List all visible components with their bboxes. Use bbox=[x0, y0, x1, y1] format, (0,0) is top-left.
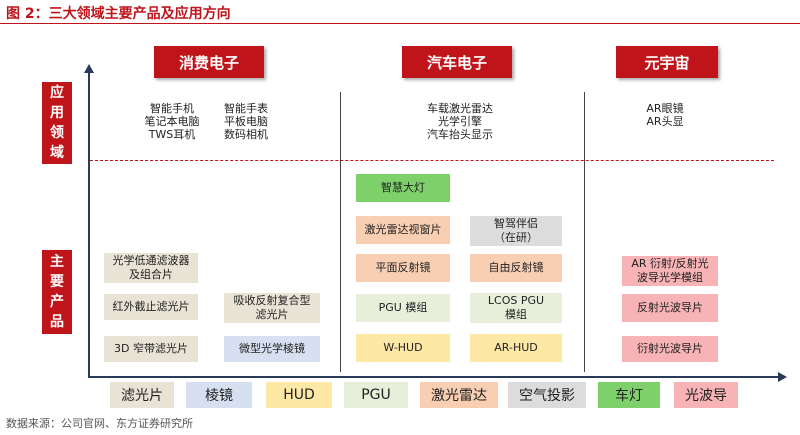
legend-pgu: PGU bbox=[344, 382, 408, 408]
axis-arrow-right-icon bbox=[778, 372, 787, 382]
horizontal-axis bbox=[88, 376, 780, 378]
product-lowpass-filter: 光学低通滤波器 及组合片 bbox=[104, 253, 198, 283]
category-metaverse: 元宇宙 bbox=[616, 46, 718, 78]
product-w-hud: W-HUD bbox=[356, 334, 450, 362]
product-3d-narrowband-filter: 3D 窄带滤光片 bbox=[104, 336, 198, 362]
product-flat-mirror: 平面反射镜 bbox=[356, 254, 450, 282]
side-label-char: 要 bbox=[50, 274, 64, 290]
product-reflective-composite-filter: 吸收反射复合型 滤光片 bbox=[224, 293, 320, 323]
product-reflective-waveguide: 反射光波导片 bbox=[622, 294, 718, 322]
legend-filter: 滤光片 bbox=[110, 382, 174, 408]
product-ar-waveguide-module: AR 衍射/反射光 波导光学模组 bbox=[622, 256, 718, 286]
product-diffractive-waveguide: 衍射光波导片 bbox=[622, 336, 718, 362]
side-label-char: 用 bbox=[50, 105, 64, 121]
figure-title: 图 2：三大领域主要产品及应用方向 bbox=[6, 6, 231, 22]
side-label-char: 主 bbox=[50, 254, 64, 270]
application-automotive: 车载激光雷达 光学引擎 汽车抬头显示 bbox=[427, 102, 493, 141]
side-label-char: 品 bbox=[50, 314, 64, 330]
side-label-char: 域 bbox=[50, 145, 64, 161]
product-lcos-pgu-module: LCOS PGU 模组 bbox=[470, 293, 562, 323]
legend-air-projection: 空气投影 bbox=[508, 382, 586, 408]
product-ar-hud: AR-HUD bbox=[470, 334, 562, 362]
vertical-axis bbox=[88, 72, 90, 378]
product-lidar-window: 激光雷达视窗片 bbox=[356, 216, 450, 244]
category-automotive-electronics: 汽车电子 bbox=[402, 46, 512, 78]
application-metaverse: AR眼镜 AR头显 bbox=[646, 102, 684, 128]
legend-headlamp: 车灯 bbox=[598, 382, 660, 408]
side-label-char: 应 bbox=[50, 85, 64, 101]
side-label-char: 领 bbox=[50, 125, 64, 141]
side-label-application: 应 用 领 域 bbox=[42, 82, 72, 164]
product-pgu-module: PGU 模组 bbox=[356, 294, 450, 322]
category-consumer-electronics: 消费电子 bbox=[154, 46, 264, 78]
legend-prism: 棱镜 bbox=[186, 382, 252, 408]
side-label-products: 主 要 产 品 bbox=[42, 250, 72, 334]
product-smart-headlamp: 智慧大灯 bbox=[356, 174, 450, 202]
column-divider bbox=[340, 92, 341, 372]
data-source-note: 数据来源：公司官网、东方证券研究所 bbox=[6, 417, 193, 430]
axis-arrow-up-icon bbox=[84, 64, 94, 73]
section-divider-dashed bbox=[90, 160, 774, 161]
title-underline bbox=[0, 23, 800, 24]
application-consumer-left: 智能手机 笔记本电脑 TWS耳机 bbox=[144, 102, 200, 141]
side-label-char: 产 bbox=[50, 294, 64, 310]
column-divider bbox=[584, 92, 585, 372]
application-consumer-right: 智能手表 平板电脑 数码相机 bbox=[224, 102, 268, 141]
product-micro-prism: 微型光学棱镜 bbox=[224, 336, 320, 362]
product-freeform-mirror: 自由反射镜 bbox=[470, 254, 562, 282]
legend-lidar: 激光雷达 bbox=[420, 382, 498, 408]
product-smart-driving-companion: 智驾伴侣 （在研） bbox=[470, 216, 562, 246]
legend-waveguide: 光波导 bbox=[674, 382, 738, 408]
product-ir-cut-filter: 红外截止滤光片 bbox=[104, 294, 198, 320]
legend-hud: HUD bbox=[266, 382, 332, 408]
